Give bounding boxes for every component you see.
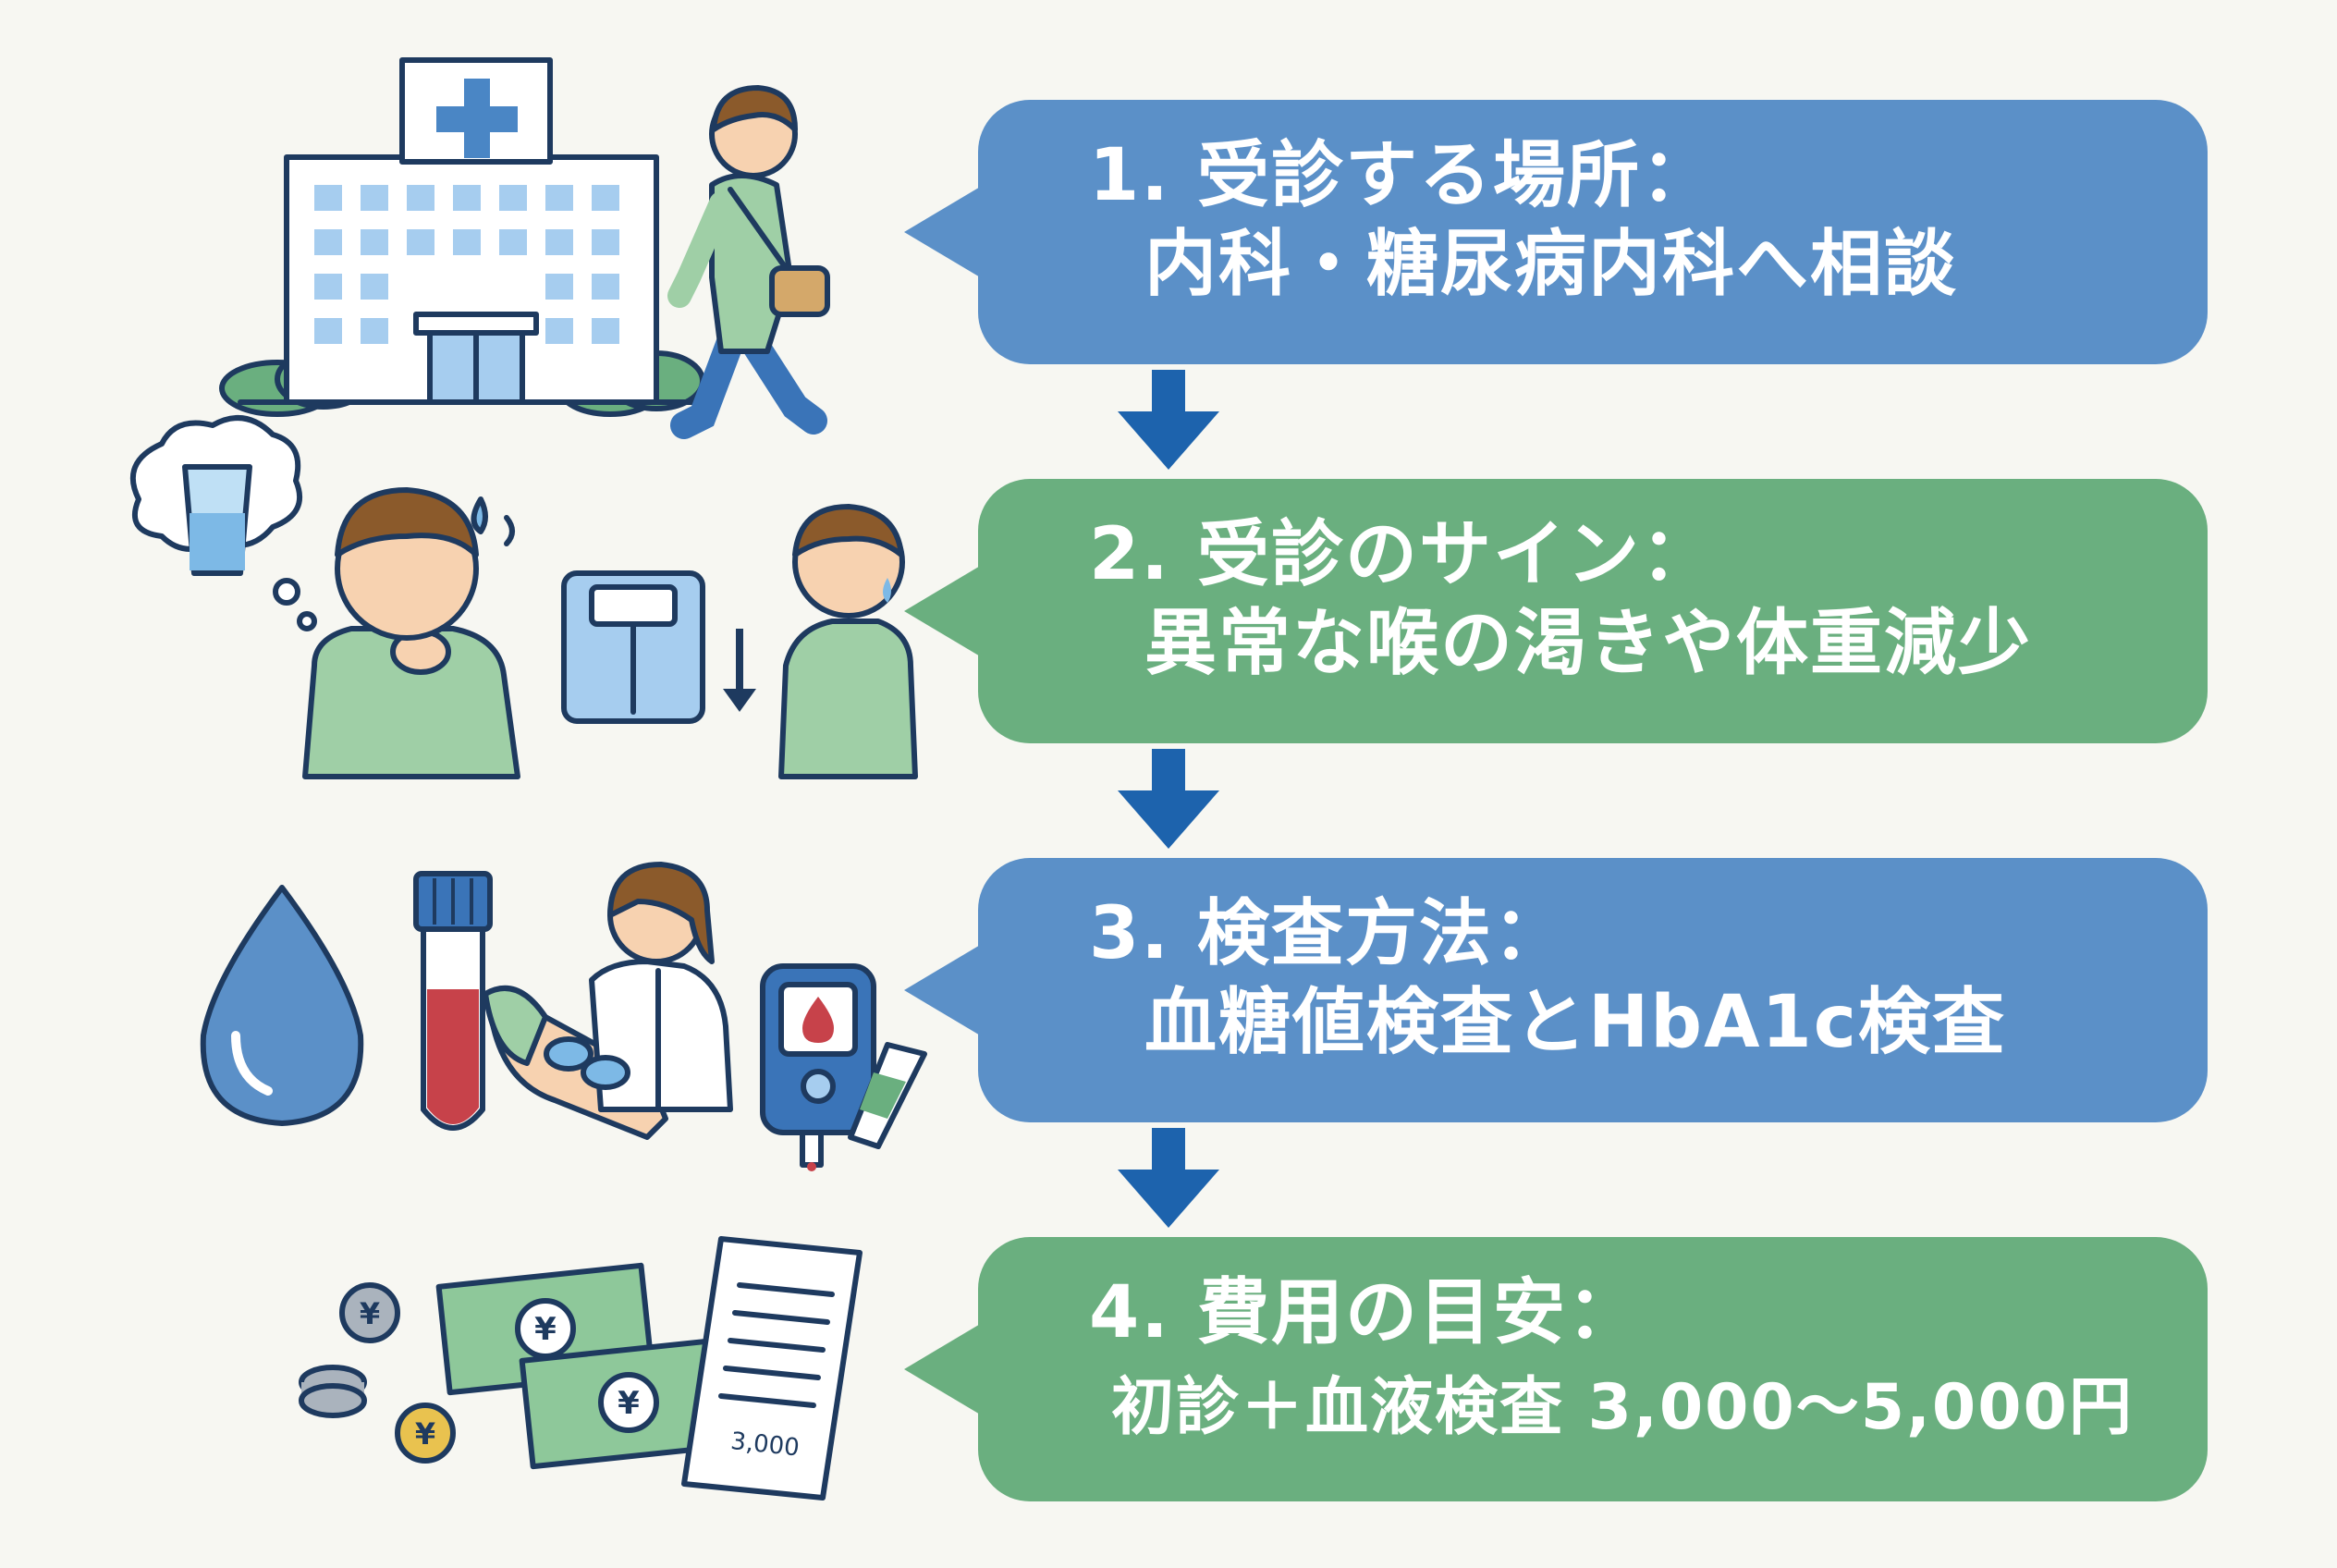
nurse-blood-draw-icon: [483, 862, 733, 1140]
walking-person-icon: [667, 85, 830, 439]
step-2-box: 2. 受診のサイン： 異常な喉の渇きや体重減少: [904, 479, 2208, 743]
hospital-building-icon: [219, 57, 705, 417]
bubble-tail: [904, 944, 982, 1036]
svg-text:¥: ¥: [534, 1311, 557, 1348]
thirsty-person-icon: [129, 415, 520, 779]
glucose-meter-icon: [760, 963, 927, 1171]
bathroom-scale-icon: [561, 570, 756, 724]
step-1-title: 1. 受診する場所：: [1089, 134, 1716, 217]
arrow-down-icon: [1118, 749, 1219, 849]
weight-loss-person-icon: [778, 504, 918, 779]
arrow-down-icon: [1118, 1128, 1219, 1228]
svg-text:¥: ¥: [618, 1385, 640, 1422]
step-1-body: 内科・糖尿病内科へ相談: [1144, 222, 1959, 306]
money-icon: ¥ ¥ ¥ ¥ 3,000: [299, 1236, 863, 1501]
step-4-body: 初診＋血液検査 3,000〜5,000円: [1111, 1370, 2134, 1444]
blood-tube-icon: [413, 871, 493, 1131]
blood-drop-icon: [200, 885, 364, 1126]
step-3-box: 3. 検査方法： 血糖値検査とHbA1c検査: [904, 858, 2208, 1122]
step-3-title: 3. 検査方法：: [1089, 892, 1568, 975]
step-4-title: 4. 費用の目安：: [1089, 1271, 1642, 1354]
step-2-body: 異常な喉の渇きや体重減少: [1144, 601, 2033, 685]
step-3-body: 血糖値検査とHbA1c検査: [1144, 980, 2006, 1064]
bubble-tail: [904, 1323, 982, 1415]
bubble-tail: [904, 565, 982, 657]
arrow-down-icon: [1118, 370, 1219, 470]
step-2-title: 2. 受診のサイン：: [1089, 513, 1716, 596]
svg-text:¥: ¥: [360, 1296, 380, 1331]
svg-text:¥: ¥: [415, 1416, 435, 1452]
step-1-box: 1. 受診する場所： 内科・糖尿病内科へ相談: [904, 100, 2208, 364]
bubble-tail: [904, 186, 982, 278]
step-4-box: 4. 費用の目安： 初診＋血液検査 3,000〜5,000円: [904, 1237, 2208, 1501]
